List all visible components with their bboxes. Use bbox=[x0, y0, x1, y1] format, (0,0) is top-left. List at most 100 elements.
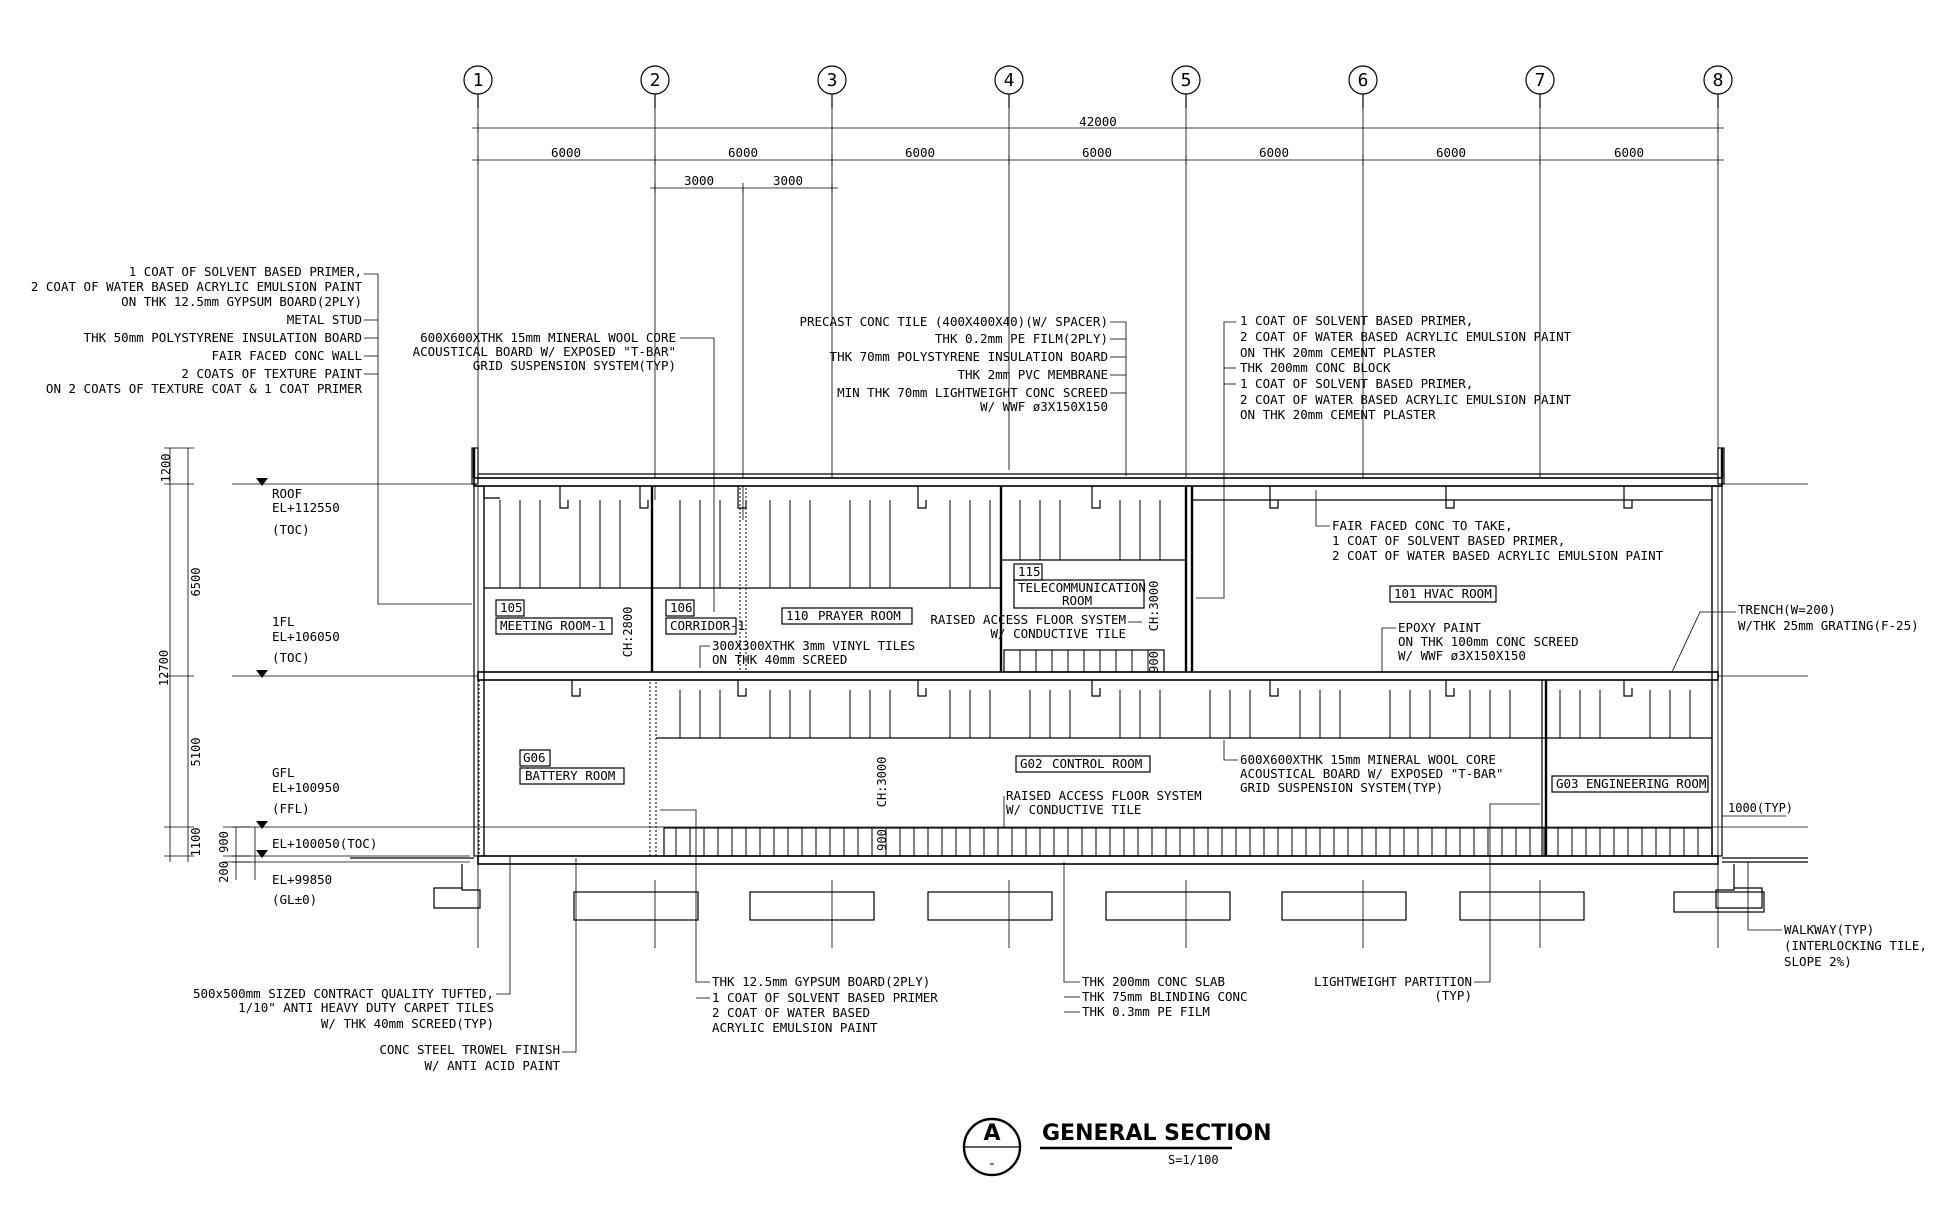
note-trench: TRENCH(W=200) W/THK 25mm GRATING(F-25) bbox=[1671, 602, 1919, 673]
grid-axis-3: 3 bbox=[817, 65, 847, 108]
svg-text:EL+100050(TOC): EL+100050(TOC) bbox=[272, 836, 377, 851]
svg-text:5: 5 bbox=[1181, 70, 1192, 91]
svg-text:2 COAT OF WATER BASED ACRYLIC: 2 COAT OF WATER BASED ACRYLIC EMULSION P… bbox=[31, 279, 363, 294]
room-101: 101 HVAC ROOM bbox=[1389, 585, 1497, 603]
svg-text:THK 70mm POLYSTYRENE INSULATIO: THK 70mm POLYSTYRENE INSULATION BOARD bbox=[830, 349, 1108, 364]
svg-text:EL+112550: EL+112550 bbox=[272, 500, 340, 515]
building-section bbox=[350, 447, 1808, 921]
svg-text:8: 8 bbox=[1713, 70, 1724, 91]
svg-text:PRAYER ROOM: PRAYER ROOM bbox=[818, 608, 901, 623]
note-roof: PRECAST CONC TILE (400X400X40)(W/ SPACER… bbox=[799, 314, 1127, 476]
dim-1200: 1200 bbox=[159, 454, 173, 483]
grid-axis-6: 6 bbox=[1348, 65, 1378, 108]
svg-text:EPOXY PAINT: EPOXY PAINT bbox=[1398, 620, 1481, 635]
svg-text:W/ CONDUCTIVE TILE: W/ CONDUCTIVE TILE bbox=[1006, 802, 1141, 817]
top-dimensions: 42000 6000 6000 6000 6000 6000 6000 6000… bbox=[472, 114, 1724, 520]
svg-text:500x500mm SIZED CONTRACT QUALI: 500x500mm SIZED CONTRACT QUALITY TUFTED, bbox=[193, 986, 494, 1001]
svg-text:PRECAST CONC TILE (400X400X40): PRECAST CONC TILE (400X400X40)(W/ SPACER… bbox=[799, 314, 1108, 329]
bay-dimension: 6000 bbox=[1082, 145, 1112, 160]
drawing-title: A - GENERAL SECTION S=1/100 bbox=[962, 1117, 1272, 1177]
ceiling-height-tag: CH:2800 bbox=[621, 607, 635, 658]
grid-axis-5: 5 bbox=[1171, 65, 1201, 108]
ceiling-height-tag: CH:3000 bbox=[1147, 581, 1161, 632]
grid-axis-2: 2 bbox=[640, 65, 670, 108]
svg-text:105: 105 bbox=[500, 600, 523, 615]
svg-text:2 COAT OF WATER BASED ACRYLIC: 2 COAT OF WATER BASED ACRYLIC EMULSION P… bbox=[1240, 329, 1572, 344]
note-gypsum: THK 12.5mm GYPSUM BOARD(2PLY) 1 COAT OF … bbox=[660, 809, 938, 1035]
bay-dimension: 6000 bbox=[1614, 145, 1644, 160]
svg-text:ROOM: ROOM bbox=[1062, 593, 1092, 608]
overall-dimension: 42000 bbox=[1079, 114, 1117, 129]
svg-text:EL+100950: EL+100950 bbox=[272, 780, 340, 795]
svg-text:ON 2 COATS OF TEXTURE COAT & 1: ON 2 COATS OF TEXTURE COAT & 1 COAT PRIM… bbox=[46, 381, 363, 396]
svg-text:FAIR FACED CONC TO TAKE,: FAIR FACED CONC TO TAKE, bbox=[1332, 518, 1513, 533]
room-g03: G03 ENGINEERING ROOM bbox=[1551, 775, 1709, 793]
svg-text:106: 106 bbox=[670, 600, 693, 615]
svg-text:G02: G02 bbox=[1020, 756, 1043, 771]
note-partition: LIGHTWEIGHT PARTITION (TYP) bbox=[1314, 803, 1540, 1003]
svg-text:4: 4 bbox=[1004, 70, 1015, 91]
note-wall-left: 1 COAT OF SOLVENT BASED PRIMER, 2 COAT O… bbox=[31, 264, 472, 605]
svg-text:THK 50mm POLYSTYRENE INSULATIO: THK 50mm POLYSTYRENE INSULATION BOARD bbox=[84, 330, 362, 345]
svg-text:EL+99850: EL+99850 bbox=[272, 872, 332, 887]
svg-text:MIN THK 70mm LIGHTWEIGHT CONC: MIN THK 70mm LIGHTWEIGHT CONC SCREED bbox=[837, 385, 1108, 400]
bay-dimension: 6000 bbox=[1259, 145, 1289, 160]
grid-axis-4: 4 bbox=[994, 65, 1024, 108]
svg-text:2 COAT OF WATER BASED ACRYLIC: 2 COAT OF WATER BASED ACRYLIC EMULSION P… bbox=[1240, 392, 1572, 407]
svg-text:GRID SUSPENSION SYSTEM(TYP): GRID SUSPENSION SYSTEM(TYP) bbox=[1240, 780, 1443, 795]
svg-text:LIGHTWEIGHT PARTITION: LIGHTWEIGHT PARTITION bbox=[1314, 974, 1472, 989]
svg-text:600X600XTHK 15mm MINERAL WOOL: 600X600XTHK 15mm MINERAL WOOL CORE bbox=[420, 330, 676, 345]
level-gl: EL+99850 (GL±0) bbox=[272, 872, 332, 907]
dim-900: 900 bbox=[217, 831, 231, 853]
note-trowel: CONC STEEL TROWEL FINISH W/ ANTI ACID PA… bbox=[379, 858, 577, 1073]
room-g02: G02 CONTROL ROOM bbox=[1015, 755, 1151, 773]
note-ceiling-lower: 600X600XTHK 15mm MINERAL WOOL CORE ACOUS… bbox=[1223, 740, 1503, 795]
svg-text:TELECOMMUNICATION: TELECOMMUNICATION bbox=[1018, 580, 1146, 595]
svg-text:THK 200mm CONC BLOCK: THK 200mm CONC BLOCK bbox=[1240, 360, 1391, 375]
svg-text:ON THK 20mm CEMENT PLASTER: ON THK 20mm CEMENT PLASTER bbox=[1240, 345, 1436, 360]
scale-text: S=1/100 bbox=[1168, 1153, 1219, 1167]
room-110: 110 PRAYER ROOM bbox=[781, 607, 913, 625]
grid-axis-1: 1 bbox=[463, 65, 493, 108]
svg-text:(FFL): (FFL) bbox=[272, 801, 310, 816]
svg-text:(GL±0): (GL±0) bbox=[272, 892, 317, 907]
svg-text:7: 7 bbox=[1535, 70, 1546, 91]
svg-text:(TYP): (TYP) bbox=[1434, 988, 1472, 1003]
svg-text:HVAC ROOM: HVAC ROOM bbox=[1424, 586, 1492, 601]
svg-text:300X300XTHK 3mm VINYL TILES: 300X300XTHK 3mm VINYL TILES bbox=[712, 638, 915, 653]
svg-text:ACOUSTICAL BOARD W/ EXPOSED "T: ACOUSTICAL BOARD W/ EXPOSED "T-BAR" bbox=[1240, 766, 1503, 781]
svg-text:1: 1 bbox=[473, 70, 484, 91]
svg-text:2 COAT OF WATER BASED: 2 COAT OF WATER BASED bbox=[712, 1005, 870, 1020]
svg-text:110: 110 bbox=[786, 608, 809, 623]
svg-text:ACRYLIC EMULSION PAINT: ACRYLIC EMULSION PAINT bbox=[712, 1020, 878, 1035]
note-raised-upper: RAISED ACCESS FLOOR SYSTEM W/ CONDUCTIVE… bbox=[930, 612, 1142, 641]
ceiling-height-tag: CH:3000 bbox=[875, 757, 889, 808]
svg-text:THK 0.3mm PE FILM: THK 0.3mm PE FILM bbox=[1082, 1004, 1210, 1019]
level-roof: ROOF EL+112550 (TOC) bbox=[256, 478, 340, 537]
dim-1100: 1100 bbox=[189, 828, 203, 857]
bay-dimension: 6000 bbox=[1436, 145, 1466, 160]
dim-6500: 6500 bbox=[189, 568, 203, 597]
svg-text:2 COAT OF WATER BASED ACRYLIC: 2 COAT OF WATER BASED ACRYLIC EMULSION P… bbox=[1332, 548, 1664, 563]
svg-text:G03: G03 bbox=[1556, 776, 1579, 791]
svg-text:THK 0.2mm PE FILM(2PLY): THK 0.2mm PE FILM(2PLY) bbox=[935, 331, 1108, 346]
svg-text:W/ WWF ø3X150X150: W/ WWF ø3X150X150 bbox=[980, 399, 1108, 414]
grid-axis-8: 8 bbox=[1703, 65, 1733, 108]
vertical-dimensions: 1200 6500 12700 5100 1100 900 200 bbox=[157, 447, 256, 883]
svg-text:(TOC): (TOC) bbox=[272, 522, 310, 537]
svg-text:W/THK 25mm GRATING(F-25): W/THK 25mm GRATING(F-25) bbox=[1738, 618, 1919, 633]
svg-text:ACOUSTICAL BOARD W/ EXPOSED "T: ACOUSTICAL BOARD W/ EXPOSED "T-BAR" bbox=[413, 344, 676, 359]
svg-text:THK 2mm PVC MEMBRANE: THK 2mm PVC MEMBRANE bbox=[957, 367, 1108, 382]
svg-text:2: 2 bbox=[650, 70, 661, 91]
svg-text:1 COAT OF SOLVENT BASED PRIMER: 1 COAT OF SOLVENT BASED PRIMER, bbox=[1332, 533, 1565, 548]
note-epoxy: EPOXY PAINT ON THK 100mm CONC SCREED W/ … bbox=[1381, 620, 1579, 672]
note-hvac-wall: FAIR FACED CONC TO TAKE, 1 COAT OF SOLVE… bbox=[1315, 490, 1664, 563]
section-mark: A bbox=[983, 1121, 1000, 1146]
bay-dimension: 6000 bbox=[728, 145, 758, 160]
level-1fl: 1FL EL+106050 (TOC) bbox=[256, 614, 340, 678]
walkway-dimension: 1000(TYP) bbox=[1728, 801, 1793, 815]
svg-text:ON THK 40mm SCREED: ON THK 40mm SCREED bbox=[712, 652, 847, 667]
note-vinyl: 300X300XTHK 3mm VINYL TILES ON THK 40mm … bbox=[699, 638, 915, 668]
bay-dimension: 6000 bbox=[905, 145, 935, 160]
